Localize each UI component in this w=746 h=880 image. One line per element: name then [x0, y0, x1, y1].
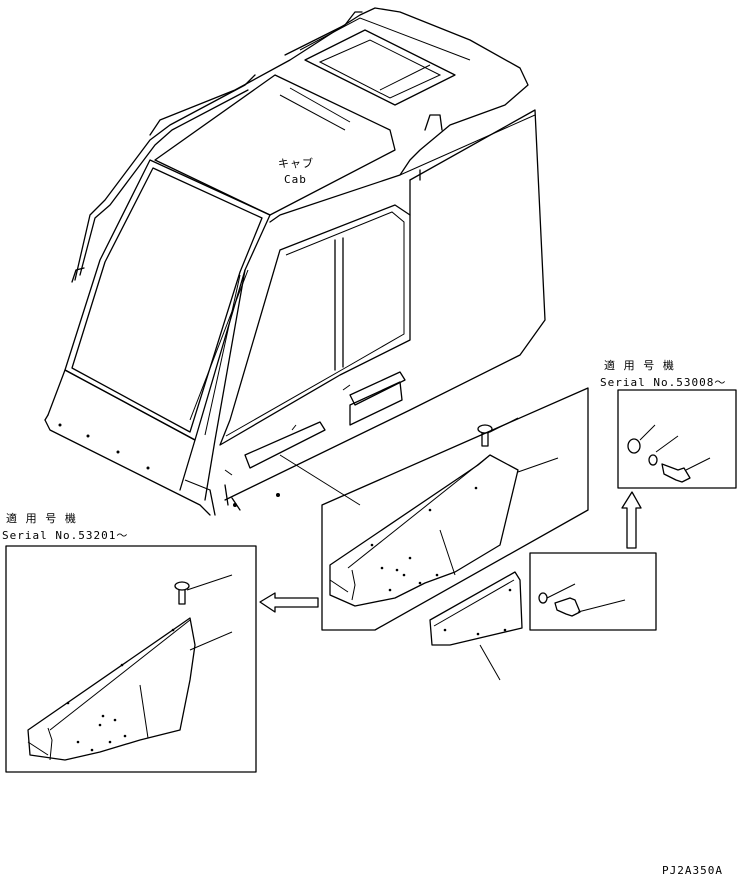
- panel-assembly-box: [321, 387, 589, 631]
- arrow-left-icon: [259, 592, 319, 613]
- drawing-code: PJ2A350A: [662, 864, 723, 877]
- applicable-serial-left: Serial No.53201～: [2, 529, 129, 542]
- cab-label-jp: キャブ: [278, 157, 314, 170]
- screw-icon: [174, 581, 190, 605]
- plate-part: [429, 571, 523, 681]
- applicable-label-left-jp: 適 用 号 機: [6, 512, 77, 525]
- bolt-detail-box: [529, 552, 657, 631]
- left-detail-box: [5, 545, 257, 773]
- spacer-detail-box: [617, 389, 737, 489]
- applicable-label-top-jp: 適 用 号 機: [604, 359, 675, 372]
- screw-icon: [477, 424, 493, 447]
- cab-label-en: Cab: [284, 173, 307, 186]
- applicable-serial-top: Serial No.53008～: [600, 376, 727, 389]
- arrow-up-icon: [621, 491, 642, 549]
- cab-illustration: [44, 7, 546, 516]
